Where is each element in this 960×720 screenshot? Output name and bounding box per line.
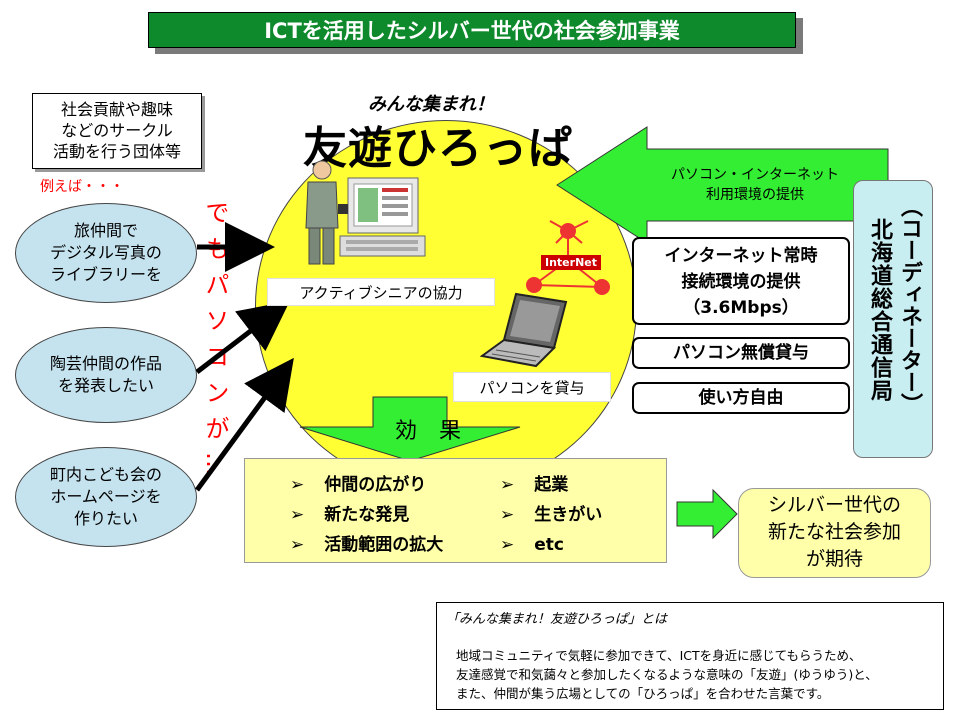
definition-line: また、仲間が集う広場としての「ひろっぱ」を合わせた言葉です。: [456, 686, 830, 701]
senior-presenter-illustration: [305, 160, 426, 265]
effects-left-list: ➢ 仲間の広がり ➢ 新たな発見 ➢ 活動範囲の拡大: [290, 470, 443, 560]
oval-line: 作りたい: [73, 509, 138, 528]
service-free-use-box: 使い方自由: [632, 382, 850, 414]
group-description-box: 社会貢献や趣味 などのサークル 活動を行う団体等: [32, 93, 202, 169]
definition-body: 地域コミュニティで気軽に参加できて、ICTを身近に感じてもらうため、 友達感覚で…: [456, 646, 878, 703]
effect-down-arrow: [299, 396, 521, 462]
effect-text: 仲間の広がり: [324, 475, 427, 495]
effect-label: 効 果: [395, 419, 462, 444]
effect-item: ➢ 起業: [500, 470, 602, 500]
service-internet-line: 接続環境の提供: [681, 272, 801, 292]
group-description-line: 社会貢献や趣味: [60, 100, 173, 119]
coordinator-name: 北海道総合通信局: [867, 218, 892, 402]
effect-item: ➢ etc: [500, 530, 602, 560]
example-oval-pottery: 陶芸仲間の作品 を発表したい: [15, 327, 197, 423]
effect-text: etc: [534, 535, 564, 555]
main-title: 友遊ひろっぱ: [303, 123, 573, 174]
outcome-arrow: [676, 488, 738, 540]
effect-text: 生きがい: [534, 505, 603, 525]
definition-line: 友達感覚で和気藹々と参加したくなるような意味の「友遊」(ゆうゆう)と、: [456, 667, 878, 682]
effects-box: [244, 458, 667, 563]
effects-right-list: ➢ 起業 ➢ 生きがい ➢ etc: [500, 470, 602, 560]
coordinator-role: （コーディネーター）: [897, 195, 922, 415]
definition-box: [436, 602, 944, 710]
group-description-line: 活動を行う団体等: [52, 142, 181, 161]
example-oval-homepage: 町内こども会の ホームページを 作りたい: [15, 447, 197, 547]
example-oval-photo: 旅仲間で デジタル写真の ライブラリーを: [15, 203, 197, 303]
effect-text: 起業: [534, 475, 569, 495]
service-internet-box: インターネット常時 接続環境の提供 （3.6Mbps）: [632, 237, 850, 325]
bullet-arrow-icon: ➢: [290, 475, 305, 495]
outcome-line: 新たな社会参加: [767, 521, 901, 543]
bullet-arrow-icon: ➢: [500, 505, 515, 525]
oval-line: ライブラリーを: [49, 265, 162, 284]
oval-line: 旅仲間で: [73, 221, 138, 240]
example-label: 例えば・・・: [40, 179, 124, 195]
effect-item: ➢ 新たな発見: [290, 500, 443, 530]
bullet-arrow-icon: ➢: [290, 535, 305, 555]
effect-item: ➢ 仲間の広がり: [290, 470, 443, 500]
green-arrow-line: 利用環境の提供: [706, 187, 804, 203]
green-arrow-line: パソコン・インターネット: [671, 167, 839, 183]
internet-label: InterNet: [541, 255, 601, 270]
effect-item: ➢ 活動範囲の拡大: [290, 530, 443, 560]
bullet-arrow-icon: ➢: [500, 475, 515, 495]
definition-heading: 「みんな集まれ！友遊ひろっぱ」とは: [446, 612, 668, 627]
service-internet-line: （3.6Mbps）: [683, 298, 799, 318]
arrow-pottery: [195, 300, 290, 374]
subtitle: みんな集まれ！: [368, 94, 494, 115]
outcome-box: シルバー世代の 新たな社会参加 が期待: [738, 488, 931, 578]
bullet-arrow-icon: ➢: [500, 535, 515, 555]
oval-line: 陶芸仲間の作品: [49, 354, 162, 373]
group-description-line: などのサークル: [61, 121, 173, 140]
effect-text: 活動範囲の拡大: [324, 535, 444, 555]
pc-caption: パソコンを貸与: [453, 372, 611, 402]
effect-text: 新たな発見: [324, 505, 410, 525]
definition-line: 地域コミュニティで気軽に参加できて、ICTを身近に感じてもらうため、: [456, 648, 862, 663]
service-internet-line: インターネット常時: [664, 246, 818, 266]
outcome-line: シルバー世代の: [767, 494, 901, 516]
service-pc-loan-box: パソコン無償貸与: [632, 337, 850, 369]
arrow-homepage: [194, 357, 294, 492]
bullet-arrow-icon: ➢: [290, 505, 305, 525]
oval-line: を発表したい: [57, 376, 154, 395]
laptop-icon: [480, 292, 568, 368]
green-arrow-text: パソコン・インターネット 利用環境の提供: [655, 165, 855, 205]
senior-caption: アクティブシニアの協力: [267, 278, 495, 306]
effect-item: ➢ 生きがい: [500, 500, 602, 530]
oval-line: 町内こども会の: [49, 465, 162, 484]
oval-line: デジタル写真の: [50, 243, 162, 262]
oval-line: ホームページを: [50, 487, 162, 506]
page-title: ICTを活用したシルバー世代の社会参加事業: [148, 12, 796, 48]
coordinator-box: [853, 180, 933, 458]
outcome-line: が期待: [805, 548, 863, 570]
